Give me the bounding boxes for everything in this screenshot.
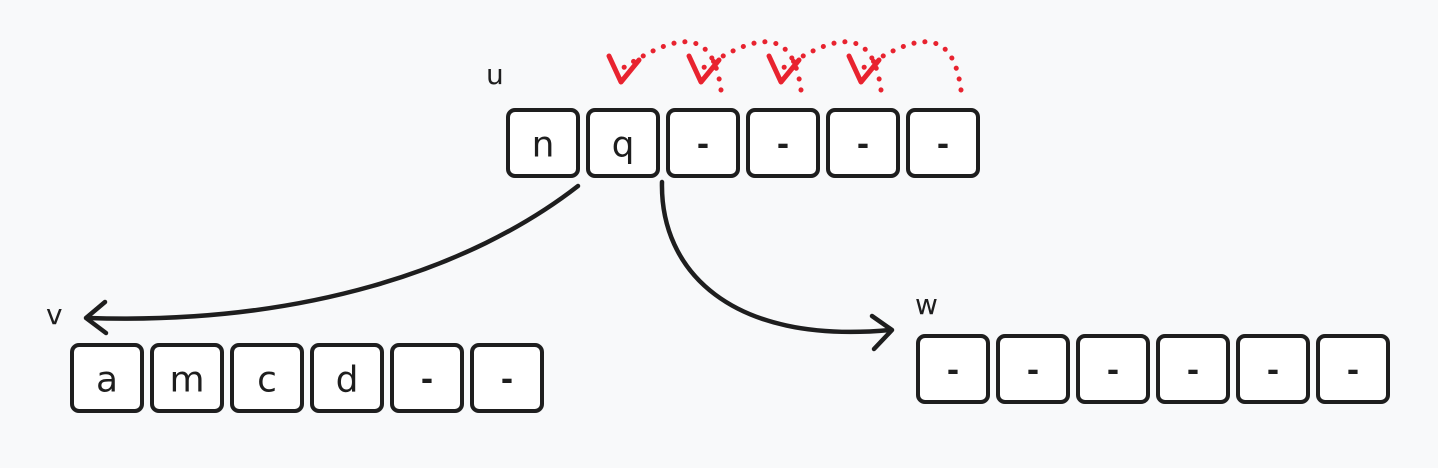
key-cell-box <box>586 108 660 178</box>
key-cell: - <box>916 334 990 404</box>
edges-layer <box>83 179 895 352</box>
shift-arrow <box>606 39 724 93</box>
node-label-w: w <box>915 288 938 321</box>
child-pointer-u-to-w <box>659 179 895 352</box>
shift-arrow-dotted-line <box>700 39 804 93</box>
key-cell-box <box>746 108 820 178</box>
key-cell-box <box>666 108 740 178</box>
empty-slot-text: - <box>1107 354 1119 389</box>
edge-line <box>659 179 893 335</box>
child-pointer-u-to-v <box>83 183 581 336</box>
key-cell-box <box>70 343 144 413</box>
shift-arrow <box>766 39 884 93</box>
shift-arrow <box>686 39 804 93</box>
shift-arrow-dotted-line <box>780 39 884 93</box>
empty-slot-text: - <box>947 354 959 389</box>
empty-slot-text: - <box>1187 354 1199 389</box>
empty-slot-text: - <box>421 363 433 398</box>
key-cell: - <box>1076 334 1150 404</box>
shift-arrowhead <box>606 53 642 85</box>
key-cell-box <box>1156 334 1230 404</box>
key-cell: - <box>666 108 740 178</box>
key-text: n <box>532 125 555 166</box>
key-cell: d <box>310 343 384 413</box>
key-cell: - <box>470 343 544 413</box>
key-cell-box <box>506 108 580 178</box>
key-cell-box <box>230 343 304 413</box>
shift-arrow-dotted-line <box>620 39 724 93</box>
arrowhead <box>83 299 109 336</box>
key-cell: n <box>506 108 580 178</box>
key-cell: - <box>906 108 980 178</box>
key-cell: - <box>1316 334 1390 404</box>
key-cell: - <box>746 108 820 178</box>
edge-line <box>85 183 581 321</box>
shift-arrowhead <box>846 53 882 85</box>
empty-slot-text: - <box>1027 354 1039 389</box>
key-cell-box <box>470 343 544 413</box>
key-cell-box <box>310 343 384 413</box>
shift-arrowhead <box>766 53 802 85</box>
key-cell-box <box>150 343 224 413</box>
key-cell-box <box>826 108 900 178</box>
key-text: c <box>257 360 277 401</box>
shift-arrowhead <box>686 53 722 85</box>
key-cell-box <box>1236 334 1310 404</box>
shift-arrow-dotted-line <box>860 39 964 93</box>
node-v: va m c d - - <box>46 298 544 413</box>
key-cell: q <box>586 108 660 178</box>
key-text: d <box>336 360 359 401</box>
key-cell: c <box>230 343 304 413</box>
node-label-v: v <box>46 298 63 331</box>
key-cell: a <box>70 343 144 413</box>
empty-slot-text: - <box>697 128 709 163</box>
key-cell: m <box>150 343 224 413</box>
key-text: q <box>612 125 635 166</box>
key-cell: - <box>390 343 464 413</box>
key-cell-box <box>1076 334 1150 404</box>
arrowhead <box>869 313 895 352</box>
empty-slot-text: - <box>1267 354 1279 389</box>
key-text: a <box>96 360 118 401</box>
key-cell: - <box>1236 334 1310 404</box>
empty-slot-text: - <box>1347 354 1359 389</box>
empty-slot-text: - <box>777 128 789 163</box>
key-cell-box <box>916 334 990 404</box>
key-cell: - <box>1156 334 1230 404</box>
key-cell: - <box>996 334 1070 404</box>
node-u: u n q - - - - <box>486 58 980 178</box>
key-text: m <box>169 360 204 401</box>
empty-slot-text: - <box>857 128 869 163</box>
key-cell-box <box>1316 334 1390 404</box>
node-w: w------ <box>915 288 1390 404</box>
empty-slot-text: - <box>501 363 513 398</box>
empty-slot-text: - <box>937 128 949 163</box>
key-cell-box <box>906 108 980 178</box>
shift-arrows-layer <box>606 39 964 93</box>
key-cell-box <box>390 343 464 413</box>
node-label-u: u <box>486 58 504 91</box>
key-cell: - <box>826 108 900 178</box>
shift-arrow <box>846 39 964 93</box>
key-cell-box <box>996 334 1070 404</box>
